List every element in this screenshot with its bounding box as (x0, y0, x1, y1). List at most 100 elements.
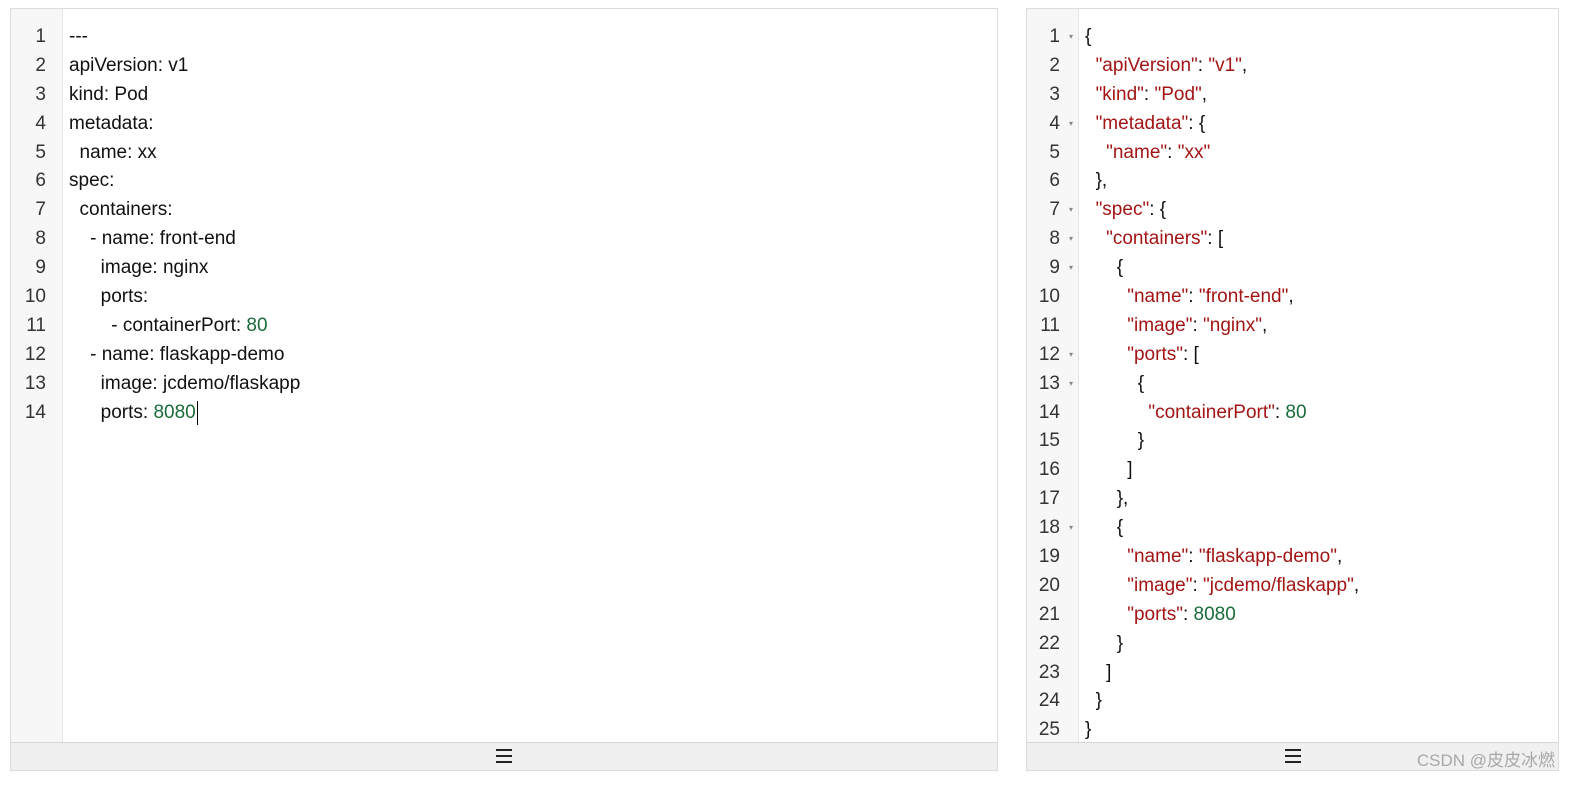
punctuation-token: } (1137, 430, 1145, 452)
code-line: ] (1085, 456, 1558, 485)
punctuation-token: , (1201, 83, 1208, 105)
line-number: 8▾ (1027, 225, 1078, 254)
fold-arrow-icon[interactable]: ▾ (1068, 378, 1073, 388)
fold-arrow-icon[interactable]: ▾ (1068, 523, 1073, 533)
code-line: ports: 8080 (69, 400, 198, 425)
punctuation-token: } (1095, 690, 1102, 712)
punctuation-token: : (1188, 286, 1199, 308)
code-line: { (1085, 370, 1558, 399)
fold-arrow-icon[interactable]: ▾ (1068, 118, 1073, 128)
line-number: 16 (1038, 459, 1060, 481)
fold-arrow-icon[interactable]: ▾ (1068, 349, 1073, 359)
number-token: 80 (246, 314, 268, 336)
punctuation-token: : (1167, 141, 1178, 163)
string-token: "flaskapp-demo" (1198, 546, 1337, 568)
code-line: containers: (69, 199, 173, 221)
fold-arrow-icon[interactable]: ▾ (1068, 205, 1073, 215)
yaml-code-area[interactable]: --- apiVersion: v1 kind: Pod metadata: n… (69, 9, 997, 742)
punctuation-token: { (1085, 26, 1092, 47)
line-number: 25 (1038, 719, 1060, 741)
yaml-editor-statusbar (11, 742, 997, 770)
number-token: 80 (1285, 401, 1307, 423)
code-line: "name": "xx" (1085, 139, 1558, 168)
key-token: "kind" (1095, 83, 1144, 105)
punctuation-token: : [ (1207, 228, 1224, 250)
line-number: 13 (24, 372, 46, 394)
code-line: image: jcdemo/flaskapp (69, 372, 301, 394)
line-number: 3 (1049, 83, 1060, 105)
code-line: "name": "flaskapp-demo", (1085, 543, 1558, 572)
line-number: 9 (35, 257, 46, 279)
punctuation-token: : (1182, 603, 1194, 625)
code-line: { (1085, 23, 1558, 52)
key-token: "containers" (1106, 228, 1208, 250)
key-token: "name" (1127, 286, 1189, 308)
key-token: "ports" (1127, 343, 1183, 365)
line-number: 11 (1040, 314, 1060, 336)
line-number: 15 (1038, 430, 1060, 452)
punctuation-token: : [ (1182, 343, 1199, 365)
fold-arrow-icon[interactable]: ▾ (1068, 32, 1073, 41)
text-cursor (196, 400, 198, 425)
punctuation-token: : (1192, 574, 1204, 596)
code-line: }, (1085, 485, 1558, 514)
code-line: "image": "jcdemo/flaskapp", (1085, 572, 1558, 601)
punctuation-token: , (1353, 574, 1360, 596)
line-number: 9▾ (1027, 254, 1078, 283)
code-line: ports: (69, 286, 149, 308)
code-line: "apiVersion": "v1", (1085, 52, 1558, 81)
line-number: 4▾ (1027, 110, 1078, 139)
code-line: - name: front-end (69, 228, 236, 250)
string-token: "nginx" (1203, 314, 1262, 336)
hamburger-icon[interactable] (496, 749, 512, 767)
code-line: { (1085, 514, 1558, 543)
code-line: "containerPort": 80 (1085, 399, 1558, 428)
code-line: - name: flaskapp-demo (69, 343, 285, 365)
code-line: - containerPort: 80 (69, 314, 268, 336)
key-token: "image" (1127, 314, 1193, 336)
line-number: 8 (35, 228, 46, 250)
line-number: 1 (35, 26, 46, 47)
line-number: 18▾ (1027, 514, 1078, 543)
code-line: metadata: (69, 112, 154, 134)
punctuation-token: : (1188, 546, 1199, 568)
fold-arrow-icon[interactable]: ▾ (1068, 234, 1073, 244)
line-number: 14 (1038, 401, 1060, 423)
line-number: 3 (35, 83, 46, 105)
key-token: "apiVersion" (1095, 54, 1198, 76)
code-line: } (1085, 716, 1558, 745)
punctuation-token: : (1274, 401, 1286, 423)
code-line: } (1085, 687, 1558, 716)
json-code-area[interactable]: { "apiVersion": "v1", "kind": "Pod", "me… (1085, 9, 1558, 742)
code-line: }, (1085, 167, 1558, 196)
punctuation-token: }, (1095, 170, 1108, 192)
line-number: 1▾ (1027, 23, 1078, 52)
code-line: "ports": [ (1085, 341, 1558, 370)
fold-arrow-icon[interactable]: ▾ (1068, 263, 1073, 273)
line-number: 7 (35, 199, 46, 221)
punctuation-token: } (1085, 719, 1092, 741)
line-number: 4 (35, 112, 46, 134)
code-line: image: nginx (69, 257, 209, 279)
punctuation-token: : { (1149, 199, 1167, 221)
code-line: } (1085, 427, 1558, 456)
string-token: "jcdemo/flaskapp" (1203, 574, 1354, 596)
key-token: "metadata" (1095, 112, 1189, 134)
punctuation-token: }, (1116, 488, 1129, 510)
punctuation-token: , (1336, 546, 1343, 568)
key-token: "image" (1127, 574, 1193, 596)
key-token: "containerPort" (1148, 401, 1275, 423)
punctuation-token: } (1116, 632, 1124, 654)
line-number: 19 (1038, 546, 1060, 568)
line-number: 13▾ (1027, 370, 1078, 399)
string-token: "xx" (1177, 141, 1211, 163)
punctuation-token: : { (1188, 112, 1206, 134)
string-token: "Pod" (1154, 83, 1202, 105)
hamburger-icon[interactable] (1284, 749, 1301, 767)
string-token: "v1" (1208, 54, 1242, 76)
line-number: 6 (35, 170, 46, 192)
code-line: apiVersion: v1 (69, 54, 189, 76)
